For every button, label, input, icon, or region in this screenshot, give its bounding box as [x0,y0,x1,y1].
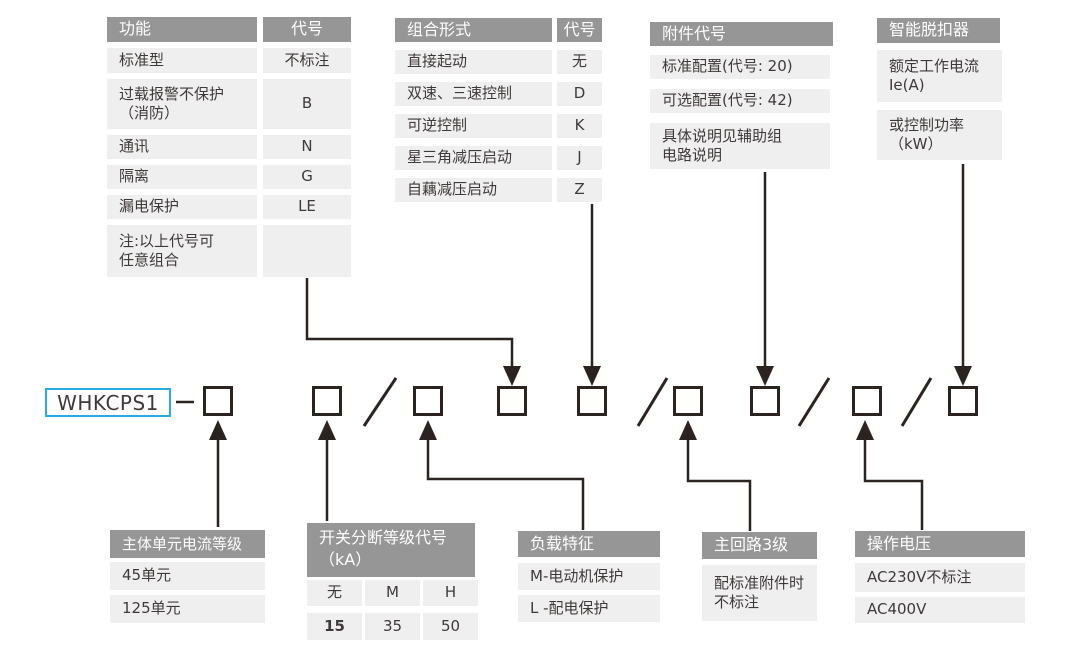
slash-1 [362,377,398,427]
table-cell: 隔离 [107,165,257,189]
table-cell: LE [263,195,351,219]
code-box-7 [750,386,780,416]
line-maincircuit-to-box6 [686,438,752,531]
table-cell: D [557,82,602,106]
table-cell: J [557,146,602,170]
section-row: L -配电保护 [518,595,660,622]
section-row: AC230V不标注 [855,563,1025,592]
combination-header: 组合形式 [395,18,552,42]
arrowhead-box7 [756,366,774,386]
function-code-table: 功能 代号 标准型 不标注 过载报警不保护 （消防） B 通讯 N 隔离 G 漏… [107,17,351,277]
code-box-2 [312,386,342,416]
code-box-4 [497,386,527,416]
line-voltage-to-box8 [863,438,924,530]
section-row: 标准配置(代号: 20) [650,55,830,79]
table-cell: 不标注 [263,48,351,73]
arrowhead-box2 [318,420,336,440]
code-box-1 [203,386,233,416]
breaking-value-cell: 15 [307,613,362,640]
combination-code-table: 组合形式 代号 直接起动 无 双速、三速控制 D 可逆控制 K 星三角减压启动 … [395,18,602,202]
code-box-5 [577,386,607,416]
arrowhead-box1 [209,420,227,440]
table-cell: 过载报警不保护 （消防） [107,79,257,129]
load-characteristic-section: 负载特征 M-电动机保护 L -配电保护 [518,531,660,622]
section-row: AC400V [855,597,1025,623]
arrowhead-box6 [679,420,697,440]
section-row: 或控制功率 （kW） [877,110,1002,160]
table-cell: 可逆控制 [395,114,552,138]
table-cell: N [263,135,351,159]
table-cell: B [263,79,351,129]
function-header: 功能 [107,17,257,42]
arrowhead-box4 [503,366,521,386]
table-cell: 漏电保护 [107,195,257,219]
table-cell: 无 [557,50,602,74]
code-box-9 [948,386,978,416]
slash-2 [636,377,669,427]
slash-4 [900,377,933,427]
arrowhead-box5 [583,366,601,386]
table-cell: 标准型 [107,48,257,73]
section-row: 配标准附件时 不标注 [702,565,817,621]
breaking-value-cell: 35 [365,613,420,640]
table-cell: 星三角减压启动 [395,146,552,170]
voltage-header: 操作电压 [855,531,1025,557]
model-prefix-box: WHKCPS1 [45,388,171,417]
breaking-grade-cell: 无 [307,580,362,606]
table-cell: K [557,114,602,138]
section-row: 可选配置(代号: 42) [650,89,830,113]
table-cell: 双速、三速控制 [395,82,552,106]
operating-voltage-section: 操作电压 AC230V不标注 AC400V [855,531,1025,623]
code-box-8 [852,386,882,416]
accessory-code-section: 附件代号 标准配置(代号: 20) 可选配置(代号: 42) 具体说明见辅助组 … [650,22,833,169]
unit-current-header: 主体单元电流等级 [110,530,265,558]
table-note-cell: 注:以上代号可 任意组合 [107,225,257,277]
intelligent-release-section: 智能脱扣器 额定工作电流 Ie(A) 或控制功率 （kW） [877,18,1002,160]
table-cell: 自藕减压启动 [395,178,552,202]
table-cell: Z [557,178,602,202]
breaking-grade-cell: H [423,580,478,606]
code-box-3 [413,386,443,416]
slash-3 [797,377,831,427]
load-header: 负载特征 [518,531,660,557]
unit-current-section: 主体单元电流等级 45单元 125单元 [110,530,265,623]
table-cell: G [263,165,351,189]
arrowhead-box3 [419,420,437,440]
table-cell [263,225,351,277]
accessory-header: 附件代号 [650,22,833,46]
table-cell: 直接起动 [395,50,552,74]
breaking-grade-cell: M [365,580,420,606]
table-cell: 通讯 [107,135,257,159]
breaking-capacity-header: 开关分断等级代号 （kA） [307,523,475,577]
code-header: 代号 [557,18,602,42]
line-load-to-box3 [426,438,585,530]
main-circuit-header: 主回路3级 [702,532,817,559]
arrowhead-box9 [954,366,972,386]
breaking-capacity-section: 开关分断等级代号 （kA） 无 M H 15 35 50 [307,523,478,640]
section-row: 125单元 [110,595,265,623]
breaking-value-cell: 50 [423,613,478,640]
line-function-to-box4 [305,278,514,368]
main-circuit-section: 主回路3级 配标准附件时 不标注 [702,532,817,621]
section-row: 额定工作电流 Ie(A) [877,50,1002,102]
arrowhead-box8 [856,420,874,440]
code-header: 代号 [263,17,351,42]
release-header: 智能脱扣器 [877,18,1000,43]
section-row: 45单元 [110,562,265,590]
code-box-6 [673,386,703,416]
section-row: M-电动机保护 [518,563,660,590]
section-row: 具体说明见辅助组 电路说明 [650,123,830,169]
